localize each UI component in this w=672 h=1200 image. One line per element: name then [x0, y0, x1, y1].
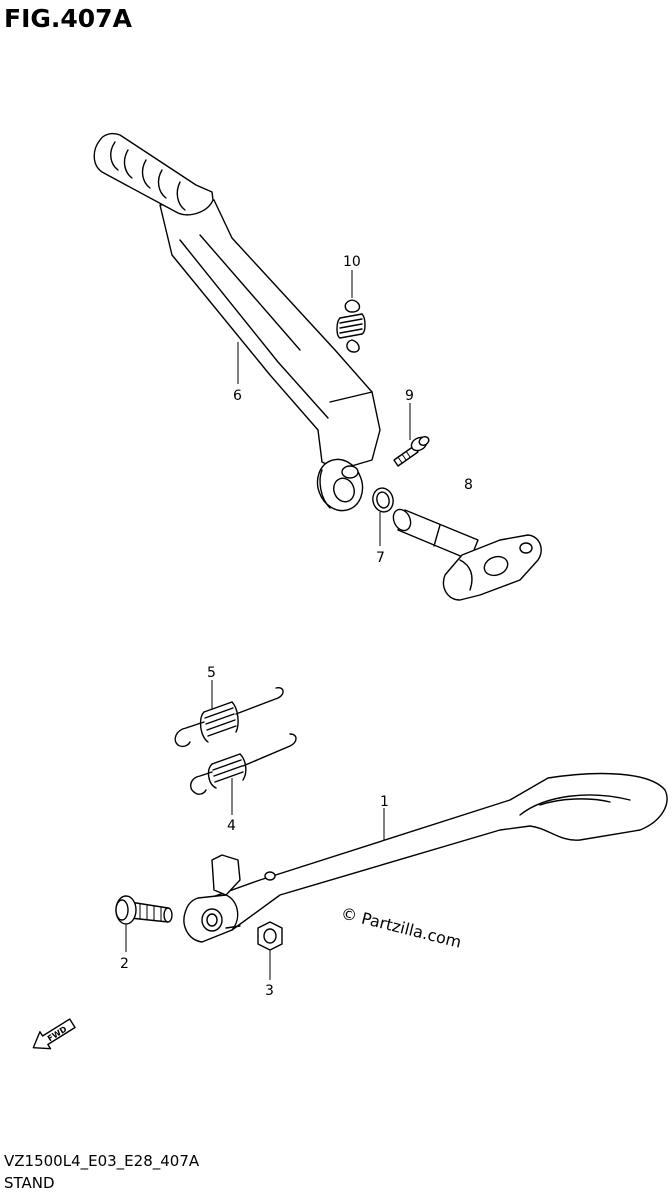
side-stand[interactable] — [183, 772, 668, 943]
callout-8: 8 — [464, 477, 473, 493]
figure-code: VZ1500L4_E03_E28_407A — [4, 1152, 200, 1170]
pivot-shaft[interactable] — [390, 507, 542, 601]
callout-leaders — [125, 270, 411, 980]
stand-spring-inner[interactable] — [189, 733, 297, 795]
stand-spring-outer[interactable] — [174, 686, 284, 748]
stand-nut[interactable] — [257, 921, 283, 951]
callout-1: 1 — [380, 794, 389, 810]
callout-9: 9 — [405, 388, 414, 404]
watermark: © Partzilla.com — [339, 903, 463, 951]
callout-5: 5 — [207, 665, 216, 681]
figure-title: FIG.407A — [4, 4, 132, 33]
callout-3: 3 — [265, 983, 274, 999]
callout-10: 10 — [343, 254, 361, 270]
callout-6: 6 — [233, 388, 242, 404]
stand-pivot-bolt[interactable] — [115, 895, 173, 925]
figure-name: STAND — [4, 1174, 55, 1192]
callout-2: 2 — [120, 956, 129, 972]
bolt[interactable] — [393, 435, 430, 467]
brake-pedal-spring[interactable] — [336, 299, 366, 353]
brake-pedal-lever[interactable] — [93, 132, 381, 517]
o-ring[interactable] — [370, 486, 396, 514]
fwd-arrow-icon: FWD — [32, 1018, 76, 1050]
callout-4: 4 — [227, 818, 236, 834]
callout-7: 7 — [376, 550, 385, 566]
